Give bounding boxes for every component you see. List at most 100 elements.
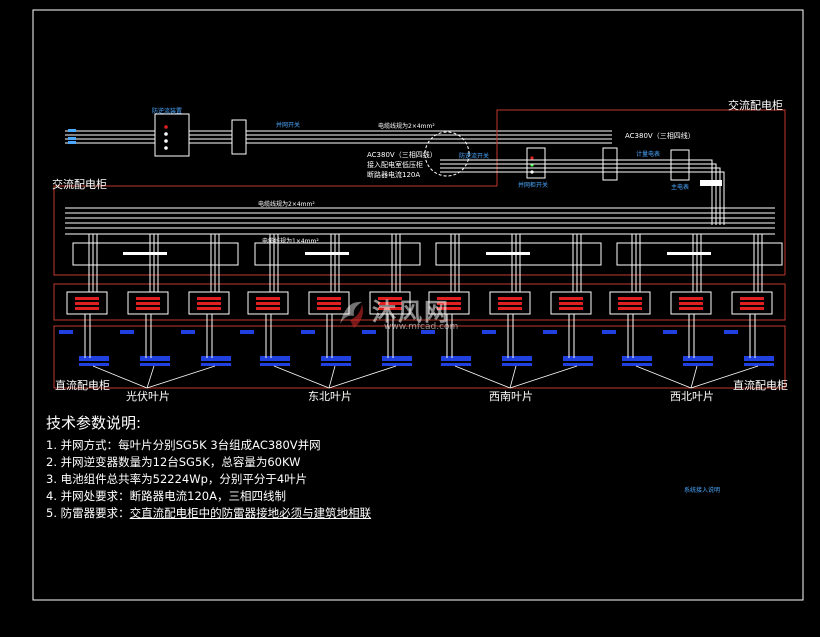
inverter-indicator (197, 302, 221, 305)
breaker-box-mid (526, 147, 546, 179)
combiner-box (321, 363, 351, 366)
inverter-indicator (256, 297, 280, 300)
inverter-indicator (679, 307, 703, 310)
inverter-indicator (618, 307, 642, 310)
inverter-indicator (256, 307, 280, 310)
combiner-box (441, 356, 471, 361)
inverter-indicator (197, 307, 221, 310)
inverter-indicator (559, 302, 583, 305)
combiner-box (441, 363, 471, 366)
dc-cabinet-label-left: 直流配电柜 (55, 379, 110, 392)
string-line (690, 365, 759, 389)
side-note: 系统接入说明 (684, 487, 721, 494)
combiner-box (622, 356, 652, 361)
feed-arrows (68, 129, 76, 144)
inverter-indicator (437, 302, 461, 305)
inverter-indicator (498, 302, 522, 305)
inverter-indicator (317, 302, 341, 305)
dc-switch (543, 330, 557, 334)
inverter-indicator (498, 297, 522, 300)
breaker-box-right (670, 149, 690, 181)
connection-callout (424, 131, 470, 177)
inverter-indicator (740, 302, 764, 305)
ac-cabinet-label-left: 交流配电柜 (52, 178, 107, 191)
string-line (92, 365, 148, 389)
combiner-box (502, 356, 532, 361)
group-label-2: 东北叶片 (308, 390, 352, 403)
watermark-url: www.mfcad.com (384, 322, 459, 332)
anti-backflow-device (154, 113, 190, 157)
inverter-indicator (618, 302, 642, 305)
combiner-box (502, 363, 532, 366)
watermark: 沐风网 www.mfcad.com (332, 288, 492, 348)
dc-switch (724, 330, 738, 334)
inverter-indicator (679, 302, 703, 305)
ac-cabinet-label-top: 交流配电柜 (728, 99, 783, 112)
ac-output-lines (440, 159, 725, 225)
combiner-box (382, 356, 412, 361)
inverter-indicator (378, 297, 402, 300)
string-line (454, 365, 511, 389)
dc-switch (120, 330, 134, 334)
switch-caption: 并网开关 (276, 122, 301, 129)
note-item-3: 3. 电池组件总共率为52224Wp，分别平分于4叶片 (46, 472, 308, 486)
inverter-indicator (136, 302, 160, 305)
combiner-box (321, 356, 351, 361)
inverter-indicator (317, 297, 341, 300)
dc-switch (602, 330, 616, 334)
dc-switch (181, 330, 195, 334)
drawing-border (32, 9, 804, 601)
inverter-indicator (618, 297, 642, 300)
technical-notes: 技术参数说明: 1. 并网方式：每叶片分别SG5K 3台组成AC380V并网 2… (46, 412, 371, 522)
combiner-box (563, 356, 593, 361)
watermark-name: 沐风网 (372, 298, 450, 326)
dc-switch (663, 330, 677, 334)
combiner-box (79, 356, 109, 361)
inverter-indicator (197, 297, 221, 300)
ac-bus-bars (65, 207, 775, 235)
inverter-indicator (437, 297, 461, 300)
inverter-indicator (498, 307, 522, 310)
string-line (509, 365, 578, 389)
inverter-indicator (317, 307, 341, 310)
anti-backflow-caption: 防逆流装置 (152, 108, 183, 115)
note-item-1: 1. 并网方式：每叶片分别SG5K 3台组成AC380V并网 (46, 438, 321, 452)
dc-switch (362, 330, 376, 334)
combiner-box (622, 363, 652, 366)
combiner-box (260, 363, 290, 366)
ac-note-line-2: 接入配电室低压柜 (367, 161, 423, 169)
dc-switch (421, 330, 435, 334)
combiner-box (683, 363, 713, 366)
inverter-indicator (75, 302, 99, 305)
combiner-box (79, 363, 109, 366)
ac-note-line-1: AC380V（三相四线） (367, 151, 437, 159)
terminal-block (700, 180, 722, 186)
group-label-3: 西南叶片 (489, 390, 533, 403)
ac-cabinet-outline-left (53, 185, 785, 276)
combiner-box (260, 356, 290, 361)
string-line (273, 365, 330, 389)
inverter-indicator (378, 302, 402, 305)
inverter-indicator (75, 307, 99, 310)
grid-switch-box (231, 119, 247, 155)
inverter-indicator (740, 297, 764, 300)
breaker-bars (123, 252, 711, 255)
inverter-indicator (437, 307, 461, 310)
string-line (509, 365, 517, 389)
breaker-caption: 防逆流开关 (459, 153, 490, 160)
string-line (635, 365, 692, 389)
small-caption-2: 主电表 (671, 184, 690, 191)
grid-feed-lines (65, 130, 612, 144)
ac-spec-label: AC380V（三相四线） (625, 132, 695, 140)
cable-label-bus: 电缆线规为2×4mm² (258, 201, 315, 208)
note-item-5-prefix: 5. 防雷器要求： (46, 506, 130, 520)
inverter-indicator (256, 302, 280, 305)
string-line (146, 365, 216, 389)
string-line (328, 365, 336, 389)
dc-cabinet-label-right: 直流配电柜 (733, 379, 788, 392)
combiner-box (201, 356, 231, 361)
group-label-1: 光伏叶片 (126, 390, 170, 403)
inverter-indicator (378, 307, 402, 310)
inverter-indicator (559, 297, 583, 300)
